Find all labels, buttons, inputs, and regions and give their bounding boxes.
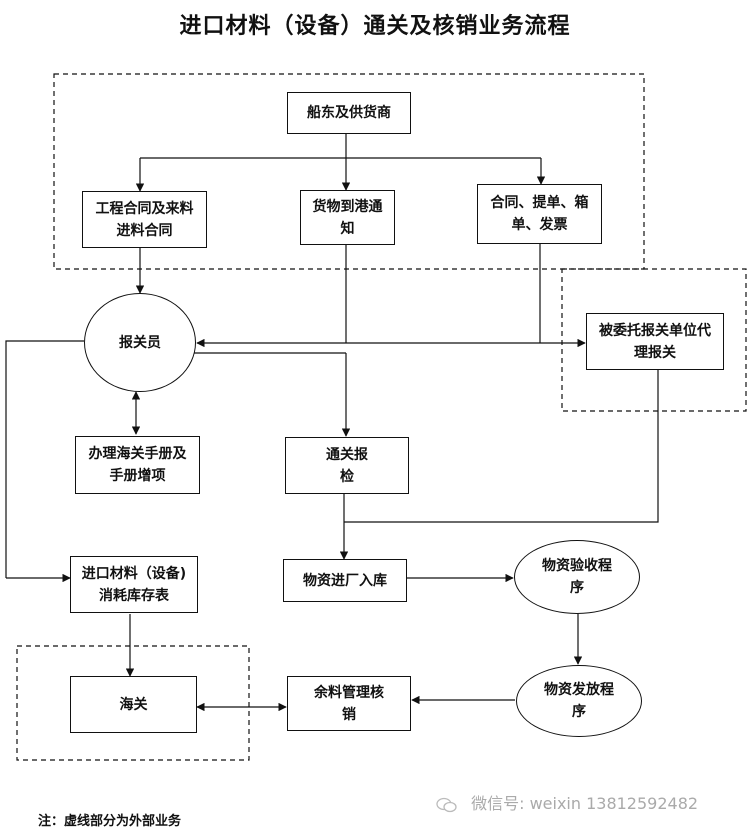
node-release-label: 物资发放程序 [544,682,614,720]
node-shipper-label: 船东及供货商 [307,105,391,121]
wechat-icon [436,797,457,812]
node-handbook: 办理海关手册及手册增项 [75,436,200,494]
node-broker: 报关员 [84,293,196,392]
node-documents-label: 合同、提单、箱单、发票 [490,195,589,233]
node-inspection: 物资验收程序 [514,540,640,614]
node-customs-label: 海关 [119,696,148,713]
node-shipper: 船东及供货商 [287,92,411,134]
node-stock-table-label: 进口材料（设备)消耗库存表 [81,565,187,604]
watermark: 微信号: weixin 13812592482 [436,790,698,814]
node-handbook-label: 办理海关手册及手册增项 [88,446,187,484]
node-agent: 被委托报关单位代理报关 [586,313,724,370]
node-customs: 海关 [70,676,197,733]
connector-agent-down [344,370,659,523]
legend-note: 注：虚线部分为外部业务 [38,814,182,829]
node-stock-table: 进口材料（设备)消耗库存表 [70,556,198,613]
node-agent-label: 被委托报关单位代理报关 [599,322,711,361]
node-inspection-label: 物资验收程序 [542,558,612,596]
page-title: 进口材料（设备）通关及核销业务流程 [179,14,571,39]
node-contract: 工程合同及来料进料合同 [82,191,207,248]
node-warehouse: 物资进厂入库 [283,559,407,602]
node-release: 物资发放程序 [516,665,642,737]
node-clearance-label: 通关报检 [326,446,368,485]
node-contract-label: 工程合同及来料进料合同 [95,200,194,239]
node-documents: 合同、提单、箱单、发票 [477,184,602,244]
node-surplus-label: 余料管理核销 [314,684,384,723]
node-warehouse-label: 物资进厂入库 [303,572,387,589]
node-surplus: 余料管理核销 [287,676,411,731]
external-region-suppliers [53,73,645,270]
node-arrival-label: 货物到港通知 [312,198,383,237]
connector-broker-left [5,340,84,578]
node-arrival: 货物到港通知 [300,190,395,245]
node-broker-label: 报关员 [119,334,161,351]
node-clearance: 通关报检 [285,437,409,494]
watermark-text: 微信号: weixin 13812592482 [471,794,699,813]
